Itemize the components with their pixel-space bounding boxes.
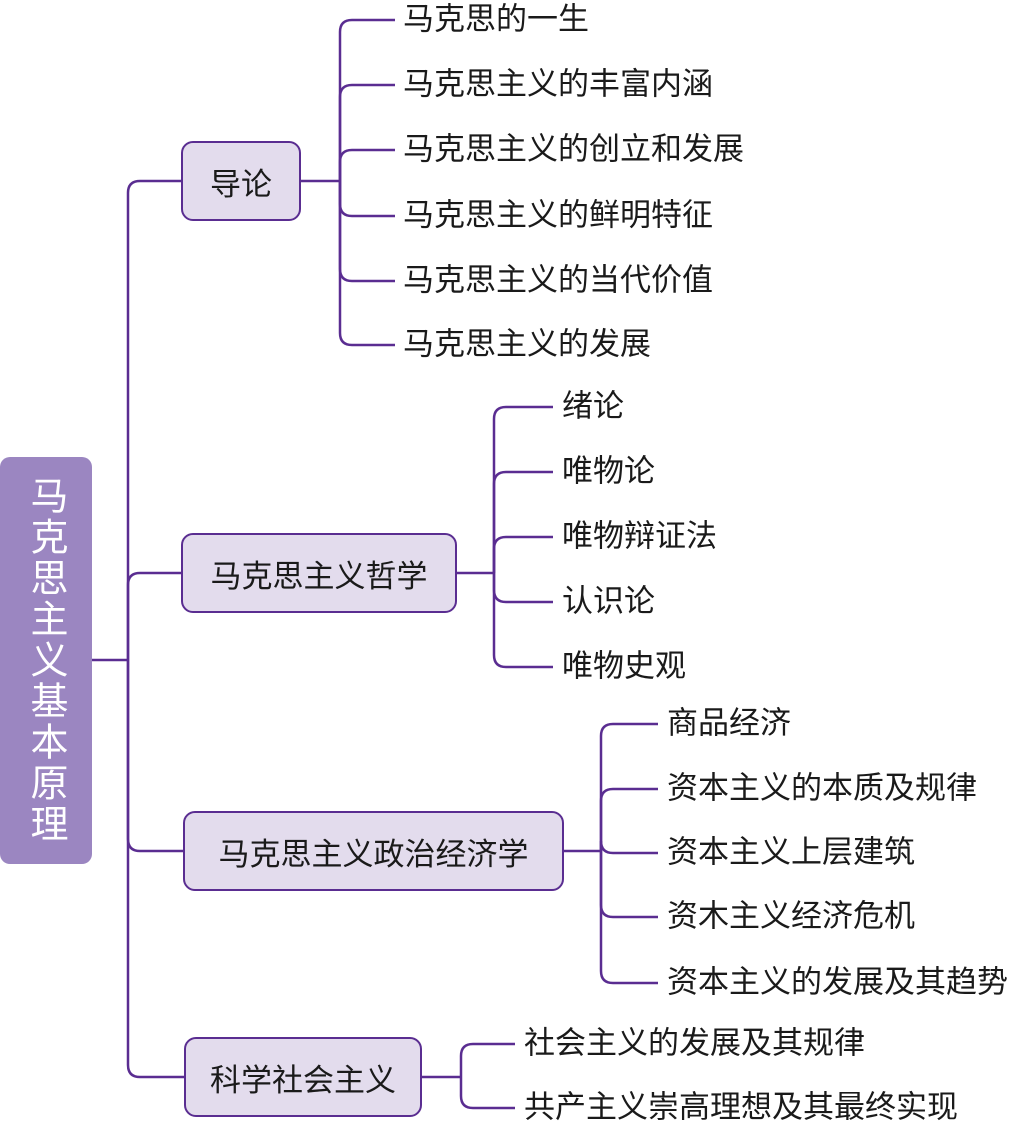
- leaf-connector: [459, 1077, 515, 1110]
- leaf-connector: [492, 405, 553, 573]
- branch-connector: [126, 660, 184, 1079]
- branch-node-label: 马克思主义政治经济学: [218, 836, 529, 873]
- leaf-node[interactable]: 商品经济: [667, 705, 791, 742]
- leaf-node[interactable]: 社会主义的发展及其规律: [524, 1025, 865, 1062]
- leaf-node[interactable]: 唯物论: [562, 453, 655, 490]
- leaf-connector: [492, 573, 553, 669]
- root-node[interactable]: 马克思主义基本原理: [0, 457, 92, 864]
- leaf-node[interactable]: 资木主义经济危机: [667, 898, 915, 935]
- leaf-connector: [492, 573, 553, 604]
- branch-node-philosophy[interactable]: 马克思主义哲学: [181, 533, 457, 613]
- branch-node-label: 导论: [210, 166, 272, 203]
- branch-node-political-economy[interactable]: 马克思主义政治经济学: [183, 811, 564, 891]
- leaf-connector: [459, 1042, 515, 1077]
- leaf-connector: [599, 722, 658, 851]
- leaf-node[interactable]: 唯物辩证法: [562, 518, 717, 555]
- leaf-node[interactable]: 认识论: [562, 583, 655, 620]
- leaf-connector: [338, 83, 395, 181]
- leaf-connector: [492, 535, 553, 573]
- leaf-node[interactable]: 马克思主义的发展: [403, 326, 651, 363]
- branch-node-scientific-socialism[interactable]: 科学社会主义: [184, 1037, 422, 1117]
- leaf-connector: [338, 181, 395, 283]
- leaf-connector: [338, 18, 395, 181]
- branch-connector: [126, 571, 181, 660]
- leaf-node[interactable]: 马克思的一生: [403, 1, 589, 38]
- leaf-node[interactable]: 马克思主义的当代价值: [403, 262, 713, 299]
- leaf-connector: [599, 840, 658, 855]
- leaf-node[interactable]: 马克思主义的创立和发展: [403, 131, 744, 168]
- leaf-node[interactable]: 马克思主义的丰富内涵: [403, 66, 713, 103]
- leaf-connector: [599, 787, 658, 851]
- leaf-node[interactable]: 资本主义的本质及规律: [667, 770, 977, 807]
- branch-node-intro[interactable]: 导论: [181, 141, 301, 221]
- leaf-node[interactable]: 马克思主义的鲜明特征: [403, 197, 713, 234]
- leaf-connector: [599, 851, 658, 985]
- leaf-node[interactable]: 绪论: [562, 388, 624, 425]
- leaf-connector: [338, 148, 395, 181]
- branch-connector: [126, 660, 183, 853]
- leaf-node[interactable]: 共产主义崇高理想及其最终实现: [524, 1089, 958, 1126]
- branch-connector: [126, 179, 181, 660]
- leaf-connector: [338, 181, 395, 347]
- leaf-connector: [599, 851, 658, 919]
- leaf-node[interactable]: 资本主义的发展及其趋势: [667, 964, 1008, 1001]
- branch-node-label: 马克思主义哲学: [210, 558, 428, 595]
- leaf-connector: [492, 470, 553, 573]
- leaf-connector: [338, 181, 395, 218]
- branch-node-label: 科学社会主义: [210, 1062, 396, 1099]
- leaf-node[interactable]: 资本主义上层建筑: [667, 834, 915, 871]
- root-node-label: 马克思主义基本原理: [24, 476, 68, 845]
- leaf-node[interactable]: 唯物史观: [562, 648, 686, 685]
